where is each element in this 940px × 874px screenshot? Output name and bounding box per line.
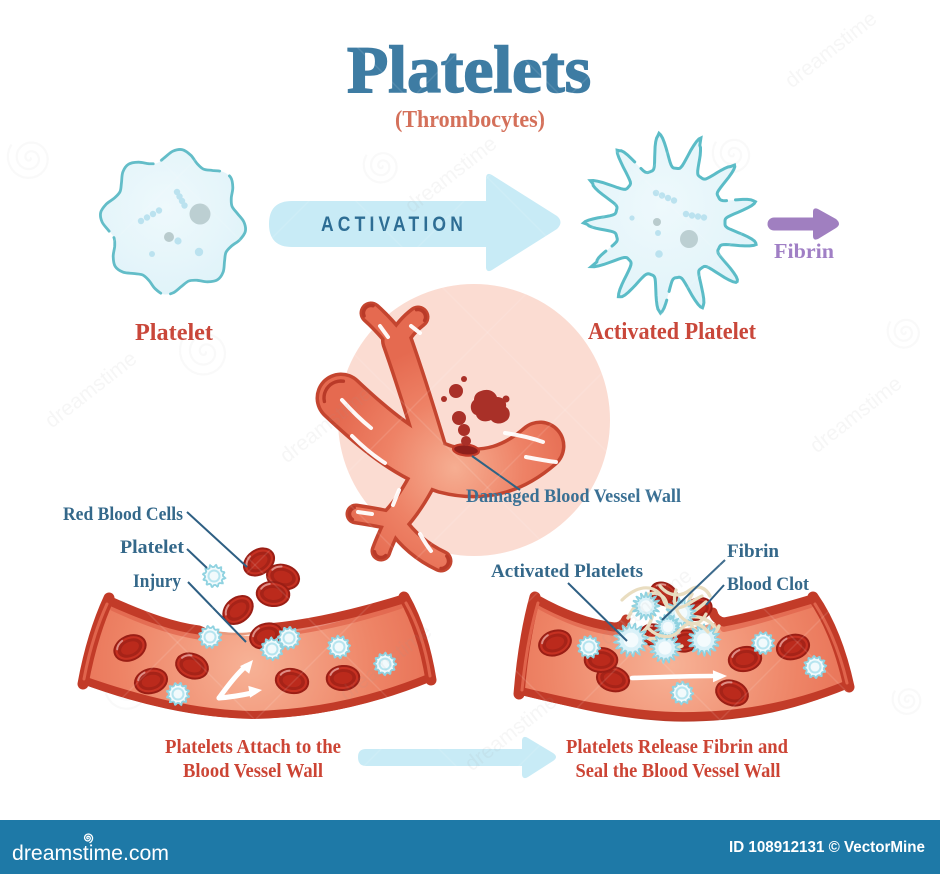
svg-text:Seal the Blood Vessel Wall: Seal the Blood Vessel Wall [576,760,781,782]
svg-text:Fibrin: Fibrin [727,541,779,562]
svg-text:Platelets: Platelets [347,33,591,107]
svg-text:(Thrombocytes): (Thrombocytes) [395,107,545,133]
svg-text:Damaged Blood Vessel Wall: Damaged Blood Vessel Wall [466,486,681,507]
svg-text:Platelets Attach to the: Platelets Attach to the [165,736,341,758]
svg-text:Activated Platelets: Activated Platelets [491,561,643,582]
svg-text:Injury: Injury [133,571,181,592]
svg-text:ACTIVATION: ACTIVATION [321,213,467,236]
svg-text:Platelet: Platelet [135,320,213,346]
svg-text:Fibrin: Fibrin [774,239,834,263]
svg-text:Platelet: Platelet [120,537,185,558]
svg-text:ID 108912131 © VectorMine: ID 108912131 © VectorMine [729,839,925,856]
svg-text:Blood Clot: Blood Clot [727,574,810,595]
svg-text:dreamstime.com: dreamstime.com [12,842,169,865]
svg-text:Blood Vessel Wall: Blood Vessel Wall [183,760,323,782]
svg-text:Platelets Release Fibrin and: Platelets Release Fibrin and [566,736,788,758]
svg-text:Activated Platelet: Activated Platelet [588,319,756,345]
svg-text:Red Blood Cells: Red Blood Cells [63,504,183,525]
